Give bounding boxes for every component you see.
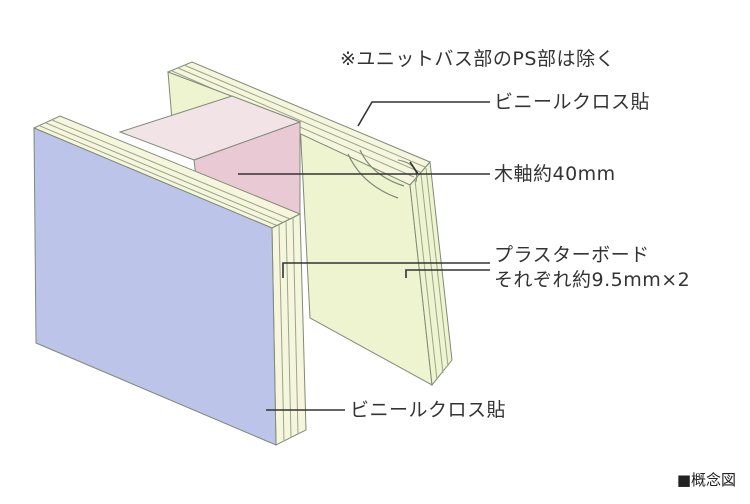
note-text: ※ユニットバス部のPS部は除く [340, 48, 615, 70]
figure-caption: ■概念図 [676, 471, 736, 489]
label-plasterboard: プラスターボード [494, 244, 650, 266]
label-wood-stud: 木軸約40mm [494, 163, 616, 185]
leader-lines [238, 101, 490, 411]
label-vinyl-cloth-top: ビニールクロス貼 [494, 91, 651, 113]
label-plasterboard-thickness: それぞれ約9.5mm×2 [494, 269, 691, 291]
front-wall [32, 115, 307, 446]
label-vinyl-cloth-bottom: ビニールクロス貼 [350, 399, 507, 421]
